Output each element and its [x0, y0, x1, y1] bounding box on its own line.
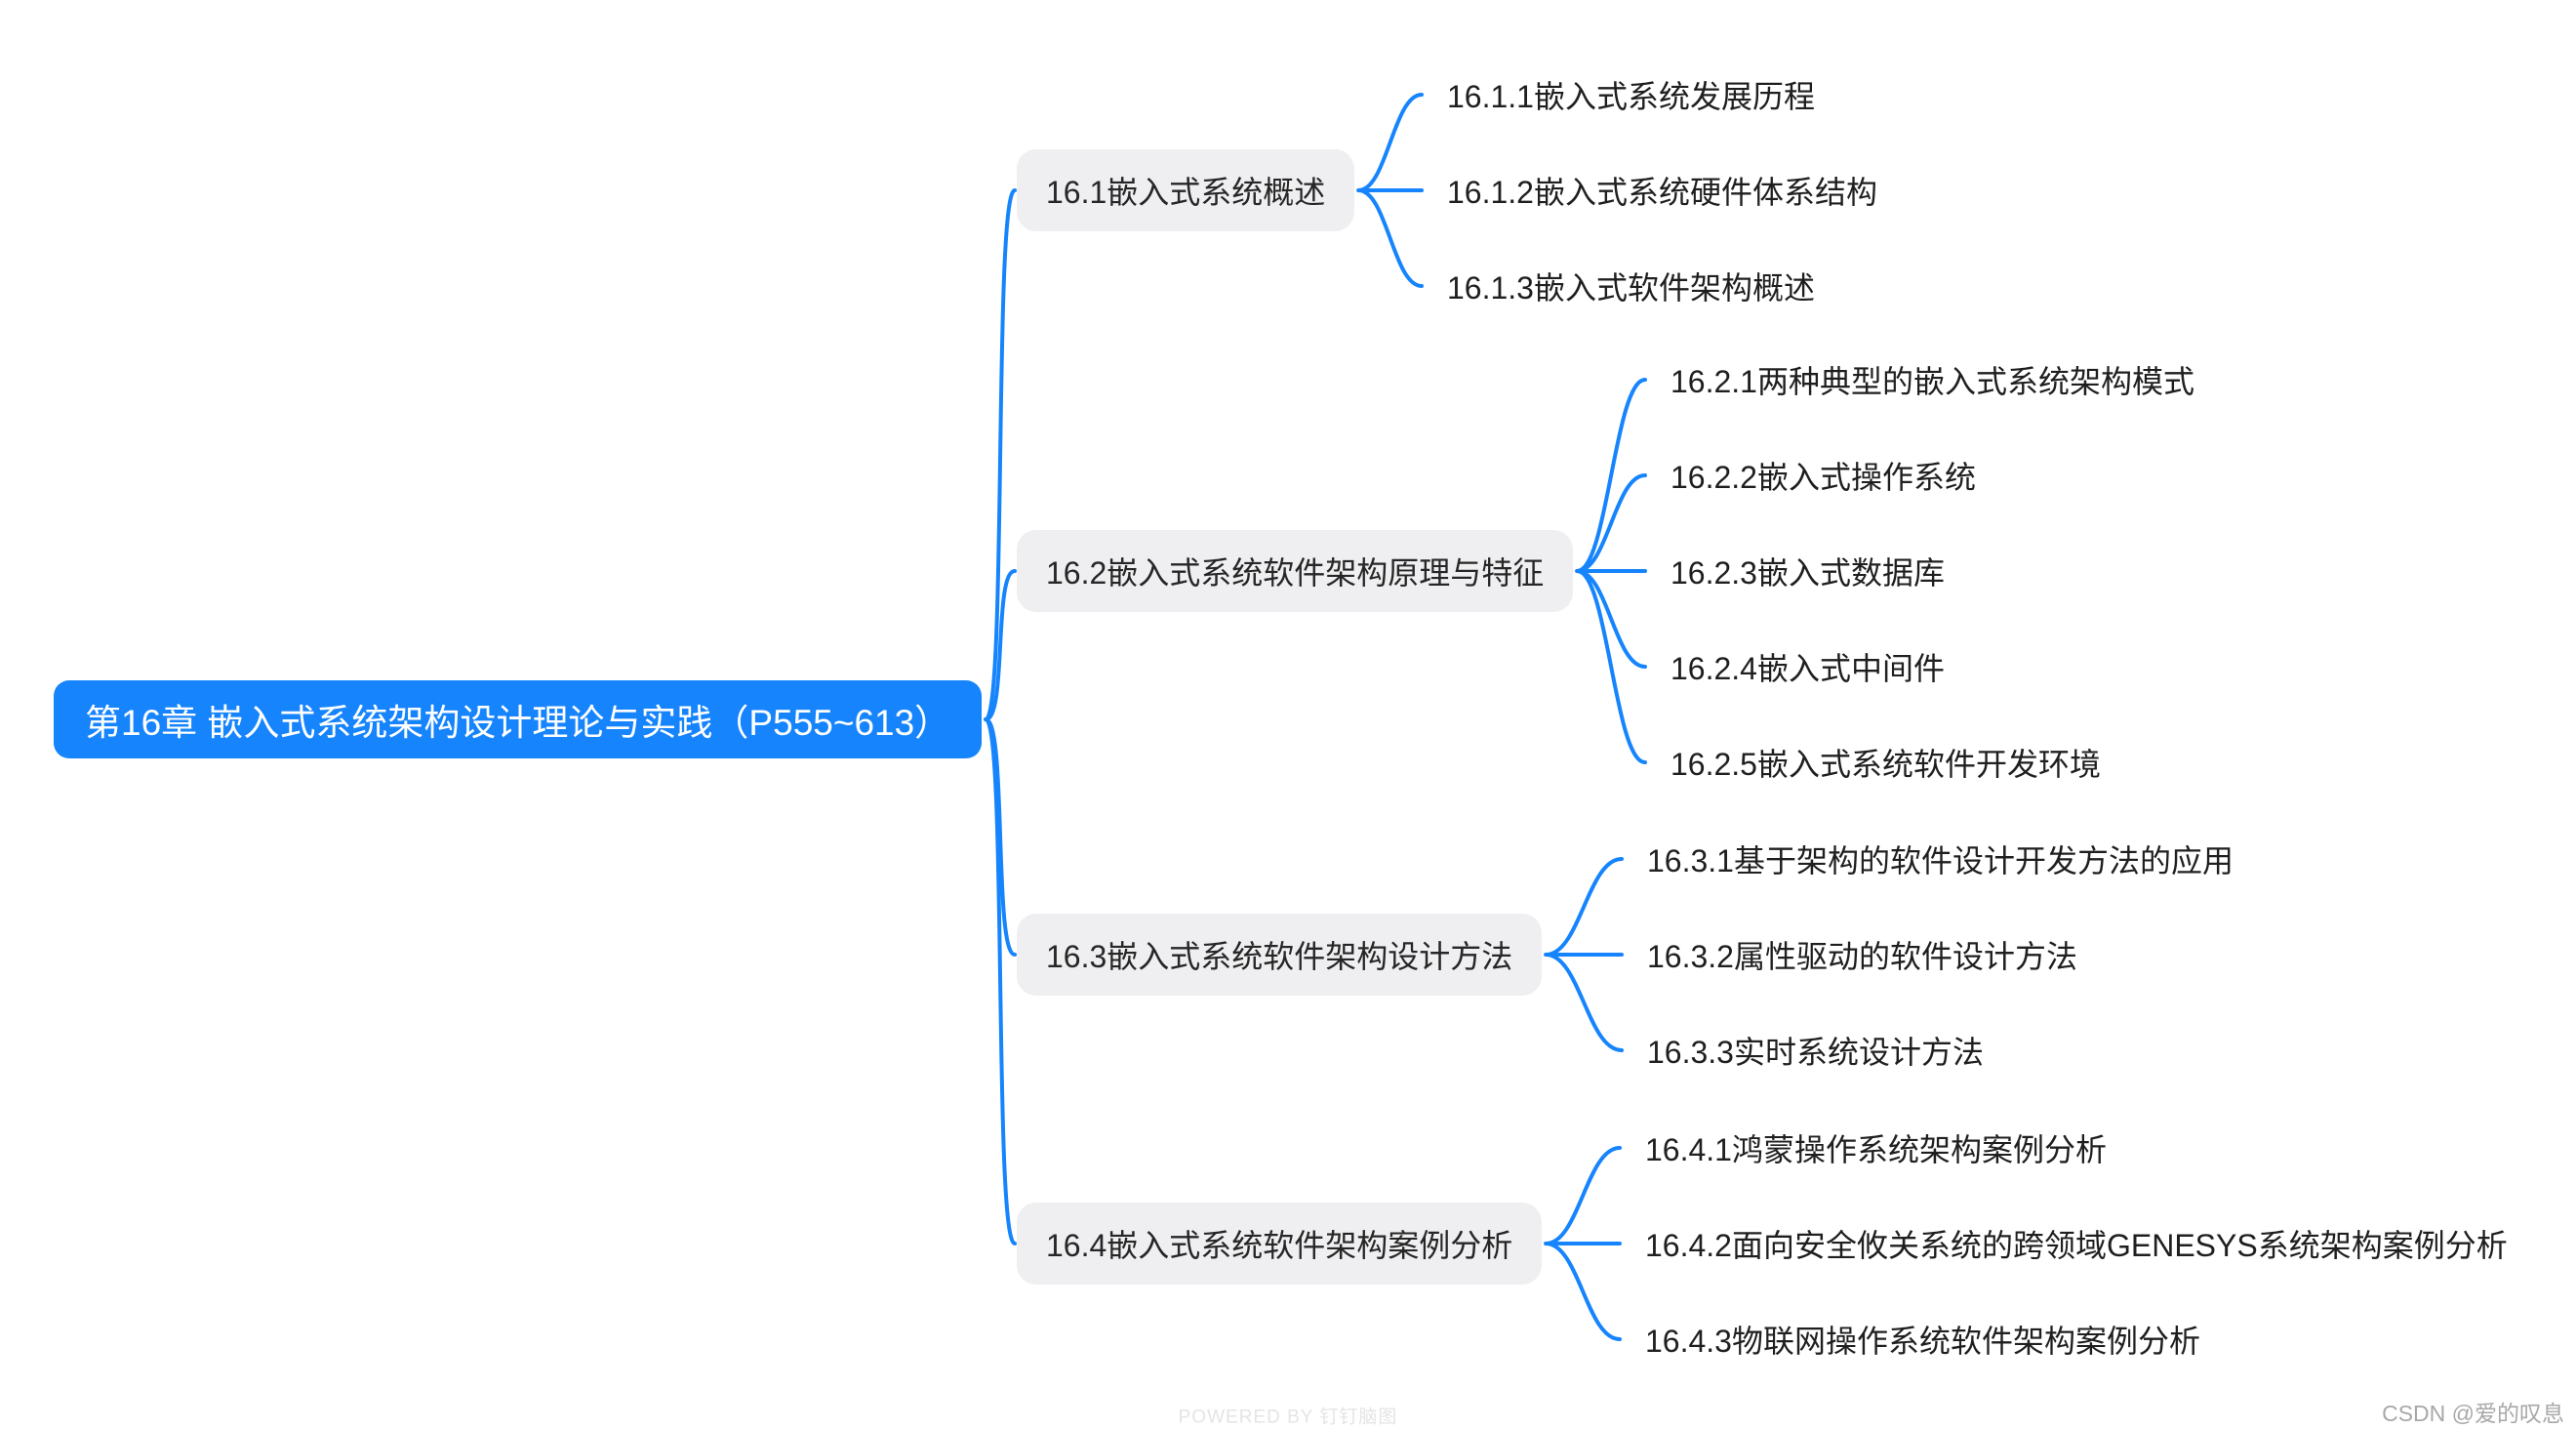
branch-node-label: 16.3嵌入式系统软件架构设计方法 — [1046, 939, 1513, 974]
leaf-node-16-2-5[interactable]: 16.2.5嵌入式系统软件开发环境 — [1670, 747, 2101, 782]
branch-node-16-2[interactable]: 16.2嵌入式系统软件架构原理与特征 — [1017, 530, 1574, 612]
branch-node-label: 16.1嵌入式系统概述 — [1046, 175, 1326, 210]
powered-by-watermark: POWERED BY 钉钉脑图 — [1178, 1407, 1398, 1428]
branch-node-16-4[interactable]: 16.4嵌入式系统软件架构案例分析 — [1017, 1203, 1543, 1285]
leaf-node-16-2-2[interactable]: 16.2.2嵌入式操作系统 — [1670, 460, 1976, 495]
leaf-node-16-2-4[interactable]: 16.2.4嵌入式中间件 — [1670, 651, 1945, 686]
branch-node-16-3[interactable]: 16.3嵌入式系统软件架构设计方法 — [1017, 914, 1543, 996]
leaf-node-16-4-2[interactable]: 16.4.2面向安全攸关系统的跨领域GENESYS系统架构案例分析 — [1645, 1228, 2508, 1263]
leaf-node-16-1-1[interactable]: 16.1.1嵌入式系统发展历程 — [1447, 79, 1815, 114]
leaf-node-16-1-2[interactable]: 16.1.2嵌入式系统硬件体系结构 — [1447, 175, 1877, 210]
leaf-node-16-3-2[interactable]: 16.3.2属性驱动的软件设计方法 — [1647, 939, 2077, 974]
leaf-node-16-3-3[interactable]: 16.3.3实时系统设计方法 — [1647, 1035, 1984, 1070]
root-node-label: 第16章 嵌入式系统架构设计理论与实践（P555~613） — [85, 703, 951, 743]
leaf-node-16-4-1[interactable]: 16.4.1鸿蒙操作系统架构案例分析 — [1645, 1132, 2107, 1167]
leaf-node-16-4-3[interactable]: 16.4.3物联网操作系统软件架构案例分析 — [1645, 1324, 2200, 1359]
root-node[interactable]: 第16章 嵌入式系统架构设计理论与实践（P555~613） — [54, 680, 983, 758]
branch-node-label: 16.4嵌入式系统软件架构案例分析 — [1046, 1228, 1513, 1263]
branch-node-label: 16.2嵌入式系统软件架构原理与特征 — [1046, 555, 1545, 591]
branch-node-16-1[interactable]: 16.1嵌入式系统概述 — [1017, 149, 1355, 231]
csdn-watermark: CSDN @爱的叹息 — [2382, 1401, 2564, 1426]
leaf-node-16-2-1[interactable]: 16.2.1两种典型的嵌入式系统架构模式 — [1670, 364, 2194, 399]
leaf-node-16-3-1[interactable]: 16.3.1基于架构的软件设计开发方法的应用 — [1647, 843, 2234, 878]
leaf-node-16-1-3[interactable]: 16.1.3嵌入式软件架构概述 — [1447, 270, 1815, 306]
leaf-node-16-2-3[interactable]: 16.2.3嵌入式数据库 — [1670, 555, 1945, 591]
